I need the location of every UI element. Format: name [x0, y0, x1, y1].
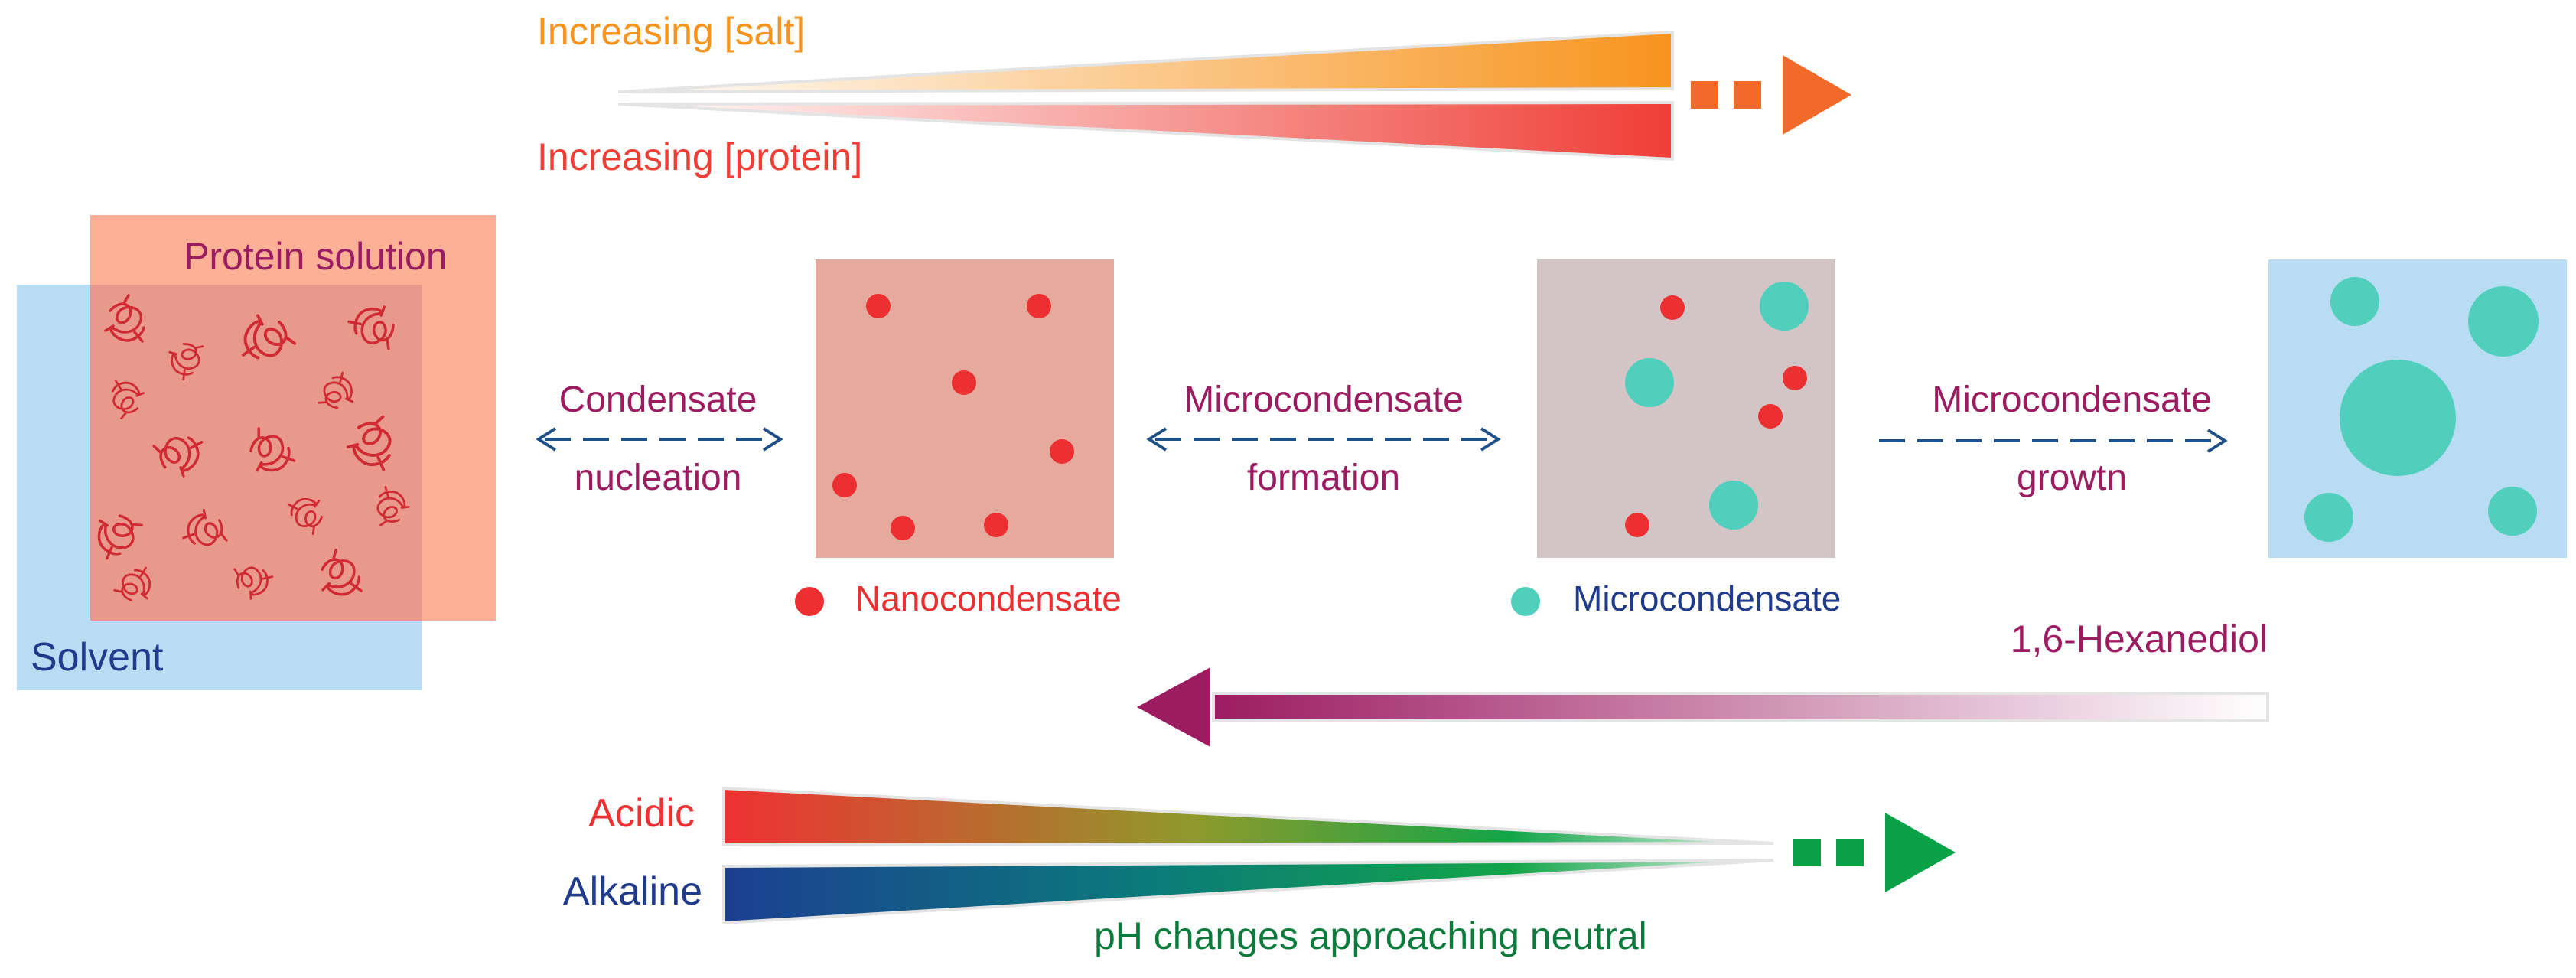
hexanediol-label: 1,6-Hexanediol [2011, 618, 2268, 660]
protein-label: Increasing [protein] [537, 135, 862, 178]
acidic-label: Acidic [588, 791, 695, 836]
formation-label-line2: formation [1247, 458, 1400, 498]
hexanediol-arrow [1137, 667, 2269, 747]
microcondensate-dot [1709, 481, 1758, 530]
nanocondensate-dot [1758, 404, 1783, 429]
microcondensate-dot [1760, 282, 1809, 331]
acidic-wedge [722, 786, 1774, 847]
nanocondensate-dot [1027, 294, 1051, 318]
nanocondensate-dot [832, 473, 857, 497]
solvent-label: Solvent [31, 635, 164, 680]
microcondensate-box-dots [1625, 282, 1809, 537]
orange-dashed-arrow [1691, 55, 1851, 135]
grown-microcondensate-dot [2330, 277, 2379, 326]
growth-label-line1: Microcondensate [1932, 380, 2212, 420]
growth-arrow [1879, 429, 2228, 453]
nucleation-arrow [536, 427, 783, 452]
grown-microcondensate-dot [2488, 487, 2537, 536]
nucleation-label-line2: nucleation [575, 458, 742, 498]
nanocondensate-dot [1625, 513, 1649, 537]
nanocondensate-dot [891, 516, 915, 540]
red-dot-icon [795, 587, 824, 616]
nucleation-label-line1: Condensate [559, 380, 757, 420]
green-dashed-arrow [1793, 813, 1956, 892]
grown-microcondensate-dot [2304, 493, 2353, 542]
microcondensate-legend-label: Microcondensate [1573, 579, 1841, 618]
formation-label-line1: Microcondensate [1184, 380, 1464, 420]
grown-condensate-dots [2304, 277, 2539, 542]
nanocondensate-dot [1660, 295, 1685, 320]
microcondensate-dot [1625, 358, 1674, 407]
protein-solution-label: Protein solution [184, 235, 448, 278]
nanocondensate-dot [1050, 439, 1074, 464]
salt-label: Increasing [salt] [537, 10, 805, 53]
grown-microcondensate-dot [2468, 286, 2539, 357]
teal-dot-icon [1511, 587, 1540, 616]
alkaline-label: Alkaline [563, 869, 702, 914]
nanocondensate-dot [952, 370, 976, 395]
nanocondensate-dot [984, 513, 1008, 537]
grown-microcondensate-dot [2340, 360, 2456, 476]
nanocondensate-dots [832, 294, 1074, 540]
nanocondensate-dot [1783, 366, 1807, 390]
nanocondensate-legend-label: Nanocondensate [855, 579, 1122, 618]
salt-wedge [617, 30, 1674, 93]
formation-arrow [1146, 427, 1501, 452]
nanocondensate-dot [866, 294, 891, 318]
nanocondensate-box [816, 259, 1114, 558]
ph-label: pH changes approaching neutral [1094, 914, 1647, 957]
alkaline-wedge [722, 859, 1774, 925]
growth-label-line2: growtn [2017, 458, 2127, 498]
protein-wedge [617, 100, 1674, 161]
